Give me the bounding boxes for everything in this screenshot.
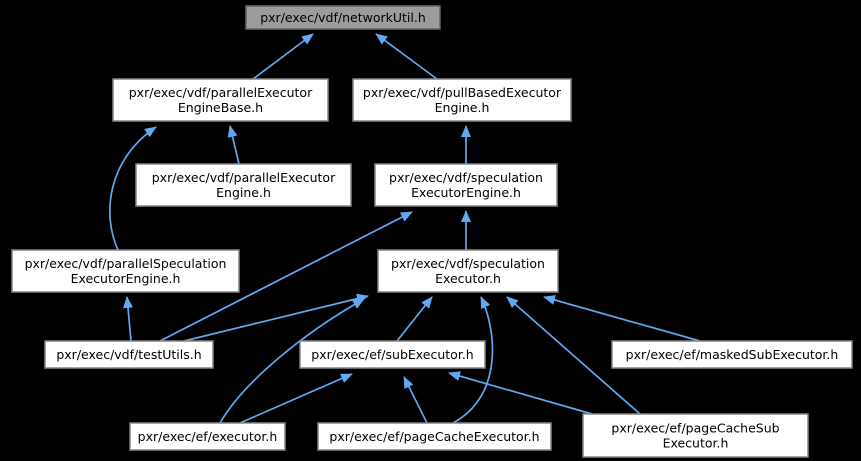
edge-testUtils--speculationExecutor <box>183 293 369 342</box>
node-box-testUtils[interactable] <box>44 340 214 369</box>
edge-executor--subExecutor <box>239 373 353 424</box>
edge-parallelExecutorEngine--parallelExecutorEngineBase <box>227 125 240 165</box>
nodes-layer: pxr/exec/vdf/networkUtil.h pxr/exec/vdf/p… <box>11 5 853 458</box>
edge-subExecutor--speculationExecutor <box>396 296 433 342</box>
node-box-executor[interactable] <box>129 422 286 451</box>
graph-node-pageCacheExecutor[interactable]: pxr/exec/ef/pageCacheExecutor.h <box>317 422 552 451</box>
edge-pageCacheSubExecutor--subExecutor <box>448 371 593 415</box>
node-box-pageCacheSubExecutor[interactable] <box>582 413 809 458</box>
node-box-pageCacheExecutor[interactable] <box>317 422 552 451</box>
edge-pullBasedExecutorEngine--networkUtil <box>375 33 438 80</box>
graph-node-networkUtil: pxr/exec/vdf/networkUtil.h <box>245 5 441 30</box>
node-box-speculationExecutorEngine[interactable] <box>374 163 558 207</box>
edge-executor--speculationExecutor <box>219 298 365 424</box>
edge-testUtils--speculationExecutorEngine <box>159 211 413 342</box>
node-box-networkUtil <box>245 5 441 30</box>
graph-node-subExecutor[interactable]: pxr/exec/ef/subExecutor.h <box>299 340 486 369</box>
node-box-speculationExecutor[interactable] <box>377 249 559 293</box>
edges-layer <box>109 33 701 424</box>
edge-pageCacheSubExecutor--speculationExecutor <box>506 296 641 415</box>
graph-node-testUtils[interactable]: pxr/exec/vdf/testUtils.h <box>44 340 214 369</box>
node-box-pullBasedExecutorEngine[interactable] <box>352 78 572 122</box>
graph-node-maskedSubExecutor[interactable]: pxr/exec/ef/maskedSubExecutor.h <box>611 340 853 369</box>
edge-testUtils--parallelSpeculationExecutorEngine <box>123 296 133 342</box>
node-box-parallelExecutorEngine[interactable] <box>135 163 352 207</box>
edge-maskedSubExecutor--speculationExecutor <box>543 295 701 342</box>
edge-parallelSpeculationExecutorEngine--parallelExecutorEngineBase <box>109 126 157 251</box>
edge-pageCacheExecutor--speculationExecutor <box>452 296 494 424</box>
node-box-parallelExecutorEngineBase[interactable] <box>112 78 329 122</box>
graph-node-executor[interactable]: pxr/exec/ef/executor.h <box>129 422 286 451</box>
node-box-parallelSpeculationExecutorEngine[interactable] <box>11 249 240 293</box>
node-box-maskedSubExecutor[interactable] <box>611 340 853 369</box>
edge-pageCacheExecutor--subExecutor <box>403 376 428 424</box>
edge-parallelExecutorEngineBase--networkUtil <box>252 33 314 80</box>
node-box-subExecutor[interactable] <box>299 340 486 369</box>
